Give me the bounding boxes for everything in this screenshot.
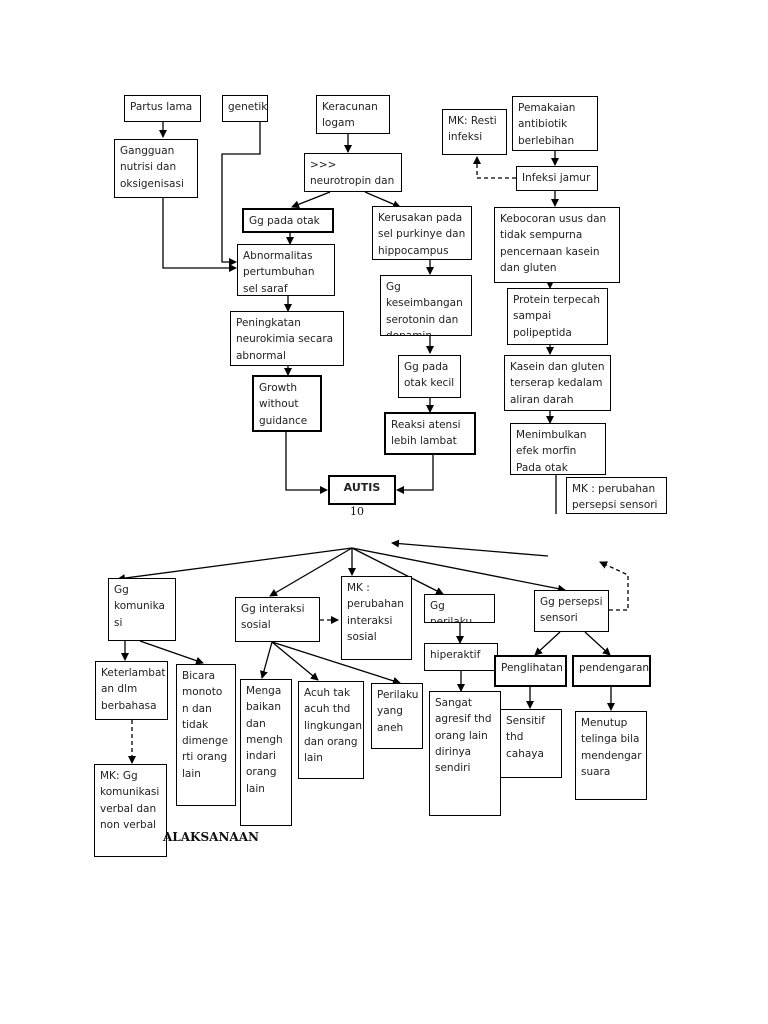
node-pendengaran: pendengaran (572, 655, 651, 687)
node-sensitif-cahaya: Sensitif thd cahaya (500, 709, 562, 778)
arrow-hub-to-interaksi (269, 547, 353, 597)
node-gg-otak-kecil: Gg pada otak kecil (398, 355, 461, 398)
node-genetik: genetik (222, 95, 268, 122)
node-kebocoran-usus: Kebocoran usus dan tidak sempurna pencer… (494, 207, 620, 283)
node-partus-lama: Partus lama (124, 95, 201, 122)
node-penglihatan: Penglihatan (494, 655, 567, 687)
arrow-hub-to-perilaku (351, 547, 444, 595)
node-autis: AUTIS (328, 475, 396, 505)
arrow-persepsi-to-pendengaran (584, 631, 611, 656)
node-pemakaian-antibiotik: Pemakaian antibiotik berlebihan (512, 96, 598, 151)
node-mk-perubahan-interaksi: MK : perubahan interaksi sosial (341, 576, 412, 660)
arrow-hub-to-persepsi (351, 547, 566, 593)
node-neurotropin: >>> neurotropin dan neuropaptida (304, 153, 402, 192)
node-mengabaikan: Menga baikan dan mengh indari orang lain (240, 679, 292, 826)
arrow-komunikasi-to-bicara (139, 640, 204, 665)
node-gg-keseimbangan: Gg keseimbangan serotonin dan dopamin (380, 275, 472, 336)
node-gg-komunikasi: Gg komunika si (108, 578, 176, 641)
arrow-interaksi-to-mengabaikan (260, 641, 273, 679)
arrow-interaksi-to-acuh (271, 641, 319, 681)
node-reaksi-atensi: Reaksi atensi lebih lambat (384, 412, 476, 455)
node-bicara-monoton: Bicara monoto n dan tidak dimenge rti or… (176, 664, 236, 806)
node-kerusakan-purkinye: Kerusakan pada sel purkinye dan hippocam… (372, 206, 472, 260)
arrow-return-top (391, 539, 549, 557)
node-gg-pada-otak: Gg pada otak (242, 208, 334, 233)
node-keracunan-logam: Keracunan logam (316, 95, 390, 134)
arrow-genetik-to-abnormalitas (221, 122, 261, 266)
node-abnormalitas: Abnormalitas pertumbuhan sel saraf (237, 244, 335, 296)
arrow-interaksi-to-perilakuaneh (271, 641, 401, 685)
node-gg-perilaku: Gg perilaku (424, 594, 495, 623)
node-efek-morfin: Menimbulkan efek morfin Pada otak (510, 423, 606, 475)
node-mk-gg-komunikasi: MK: Gg komunikasi verbal dan non verbal (94, 764, 167, 857)
page-number: 10 (350, 505, 364, 518)
arrow-persepsi-to-penglihatan (534, 631, 561, 656)
node-gangguan-nutrisi: Gangguan nutrisi dan oksigenisasi (114, 139, 198, 198)
dashed-infeksi-to-mk (473, 156, 516, 179)
node-mk-perubahan-persepsi-top: MK : perubahan persepsi sensori (566, 477, 667, 514)
node-growth-without-guidance: Growth without guidance (252, 375, 322, 432)
node-kasein-gluten: Kasein dan gluten terserap kedalam alira… (504, 355, 611, 411)
arrow-reaksi-to-autis (396, 455, 434, 494)
node-gg-persepsi: Gg persepsi sensori (534, 590, 609, 632)
footer-heading-text: ALAKSANAAN (163, 830, 260, 844)
dashed-persepsi-to-mktop (599, 561, 629, 611)
node-protein-terpecah: Protein terpecah sampai polipeptida (507, 288, 608, 345)
node-hiperaktif: hiperaktif (424, 643, 498, 671)
arrow-neurotropin-to-kerusakan (364, 191, 401, 208)
node-gg-interaksi: Gg interaksi sosial (235, 597, 320, 642)
arrow-gangguan-to-abnormalitas (162, 198, 237, 272)
arrow-neurotropin-to-ggotak (291, 191, 331, 209)
node-peningkatan-neurokimia: Peningkatan neurokimia secara abnormal (230, 311, 344, 366)
arrow-hub-to-komunikasi (117, 547, 353, 583)
node-perilaku-aneh: Perilaku yang aneh (371, 683, 423, 749)
node-sangat-agresif: Sangat agresif thd orang lain dirinya se… (429, 691, 501, 816)
node-menutup-telinga: Menutup telinga bila mendengar suara (575, 711, 647, 800)
node-infeksi-jamur: Infeksi jamur (516, 166, 598, 191)
node-keterlambatan-berbahasa: Keterlambat an dlm berbahasa (95, 661, 168, 720)
node-acuh-tak-acuh: Acuh tak acuh thd lingkungan dan orang l… (298, 681, 364, 779)
node-mk-resti-infeksi: MK: Resti infeksi (442, 109, 507, 155)
arrow-growth-to-autis (285, 432, 328, 494)
